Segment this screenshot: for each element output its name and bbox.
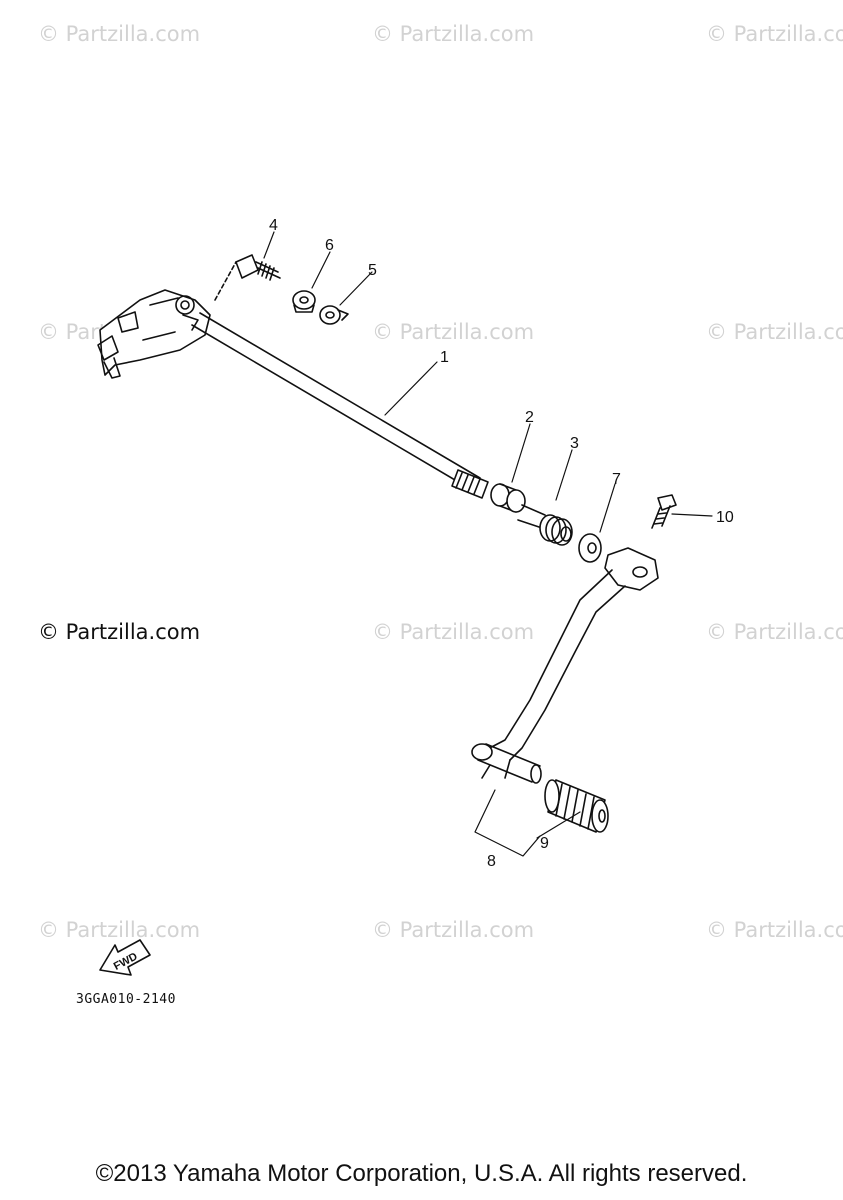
pedal-rubber-part (544, 779, 609, 833)
watermark: © Partzilla.com (372, 320, 535, 344)
diagram-code: 3GGA010-2140 (76, 992, 176, 1007)
watermark: © Partzilla.com (706, 22, 843, 46)
watermark-featured: © Partzilla.com (38, 620, 201, 644)
watermark: © Partzilla.com (372, 918, 535, 942)
shift-pedal-part (471, 547, 659, 784)
callout-leaders (263, 231, 713, 857)
watermark: © Partzilla.com (372, 22, 535, 46)
callout-5: 5 (368, 262, 377, 279)
fwd-arrow-icon (99, 939, 151, 976)
callout-1: 1 (440, 349, 449, 366)
copyright-footer: ©2013 Yamaha Motor Corporation, U.S.A. A… (95, 1160, 748, 1187)
watermark: © Partzilla.com (706, 620, 843, 644)
lock-washer-part (319, 305, 349, 325)
nut-part (292, 290, 316, 313)
callout-9: 9 (540, 835, 549, 852)
shift-arm-part (97, 289, 211, 379)
callout-7: 7 (612, 471, 621, 488)
callout-3: 3 (570, 435, 579, 452)
callout-10: 10 (716, 509, 734, 526)
washer-part (578, 533, 602, 563)
watermark: © Partzilla.com (38, 918, 201, 942)
stopper-bolt-part (235, 254, 281, 281)
watermark: © Partzilla.com (706, 918, 843, 942)
watermark: © Partzilla.com (372, 620, 535, 644)
shift-shaft-part (191, 261, 489, 499)
callout-6: 6 (325, 237, 334, 254)
callout-8: 8 (487, 853, 496, 870)
watermark: © Partzilla.com (706, 320, 843, 344)
collar-part (490, 483, 526, 513)
bolt-part (651, 494, 677, 529)
watermark: © Partzilla.com (38, 22, 201, 46)
callout-2: 2 (525, 409, 534, 426)
callout-4: 4 (269, 217, 278, 234)
torsion-spring-part (517, 504, 573, 546)
